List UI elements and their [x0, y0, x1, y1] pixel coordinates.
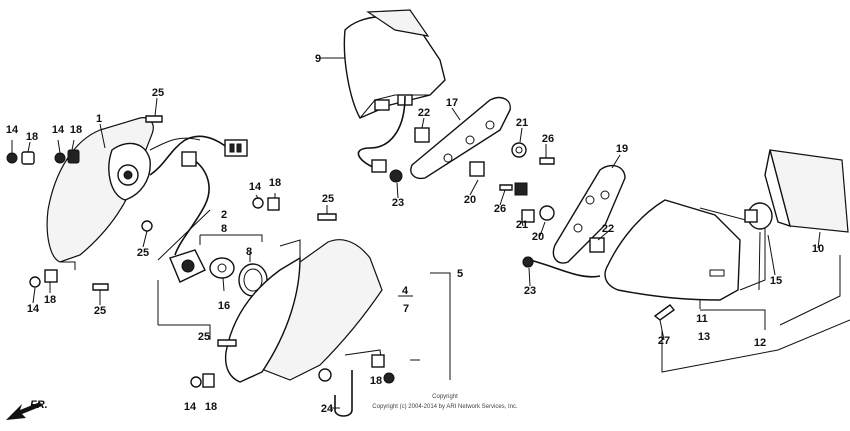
callout-7: 7	[403, 303, 409, 315]
rear-winker-housing	[522, 199, 766, 301]
callout-11: 11	[696, 313, 708, 325]
callout-18f: 18	[370, 375, 382, 387]
copyright-notice: Copyright Copyright (c) 2004-2014 by ARI…	[372, 394, 518, 410]
callout-22b: 22	[602, 223, 614, 235]
callout-23b: 23	[524, 285, 536, 297]
callout-13: 13	[698, 331, 710, 343]
callout-14c: 14	[249, 181, 262, 193]
callout-14d: 14	[27, 303, 40, 315]
callout-14e: 14	[184, 401, 197, 413]
bracket-19	[552, 164, 626, 264]
callout-18d: 18	[44, 294, 56, 306]
callout-9: 9	[315, 53, 321, 65]
bracket-17	[410, 96, 511, 180]
callout-21a: 21	[516, 117, 528, 129]
callout-25e: 25	[198, 331, 210, 343]
callout-22a: 22	[418, 107, 430, 119]
callout-26a: 26	[542, 133, 554, 145]
callout-18a: 18	[26, 131, 38, 143]
callout-14b: 14	[52, 124, 65, 136]
callout-16: 16	[218, 300, 230, 312]
callout-8a: 8	[221, 223, 227, 235]
callout-26b: 26	[494, 203, 506, 215]
callout-18b: 18	[70, 124, 82, 136]
callout-labels: 1 2 4 5 7 8 8 9 10 11 12 13 14 14 14 14 …	[6, 53, 824, 415]
rear-housing	[343, 9, 446, 173]
callout-25a: 25	[152, 87, 164, 99]
callout-23a: 23	[392, 197, 404, 209]
left-front-winker-assembly	[46, 117, 201, 270]
callout-25c: 25	[94, 305, 106, 317]
copyright-line-1: Copyright	[432, 394, 458, 400]
callout-2: 2	[221, 209, 227, 221]
wire-harness	[149, 135, 248, 256]
callout-1: 1	[96, 113, 102, 125]
callout-18c: 18	[269, 177, 281, 189]
callout-18e: 18	[205, 401, 217, 413]
callout-5: 5	[457, 268, 463, 280]
callout-12: 12	[754, 337, 766, 349]
front-direction-arrow-icon: FR.	[6, 399, 48, 420]
callout-27: 27	[658, 335, 670, 347]
callout-25b: 25	[137, 247, 149, 259]
callout-10: 10	[812, 243, 824, 255]
callout-25d: 25	[322, 193, 334, 205]
callout-8b: 8	[246, 246, 252, 258]
callout-4: 4	[402, 285, 409, 297]
rear-lens	[744, 149, 849, 233]
callout-15: 15	[770, 275, 782, 287]
callout-21b: 21	[516, 219, 528, 231]
callout-19: 19	[616, 143, 628, 155]
callout-20b: 20	[532, 231, 544, 243]
copyright-line-2: Copyright (c) 2004-2014 by ARI Network S…	[372, 404, 518, 410]
callout-14a: 14	[6, 124, 19, 136]
direction-label: FR.	[30, 399, 48, 411]
callout-24: 24	[321, 403, 334, 415]
front-winker-lens	[224, 239, 383, 383]
callout-17: 17	[446, 97, 458, 109]
bulb-socket	[169, 249, 268, 297]
leader-lines	[11, 57, 850, 409]
callout-20a: 20	[464, 194, 476, 206]
